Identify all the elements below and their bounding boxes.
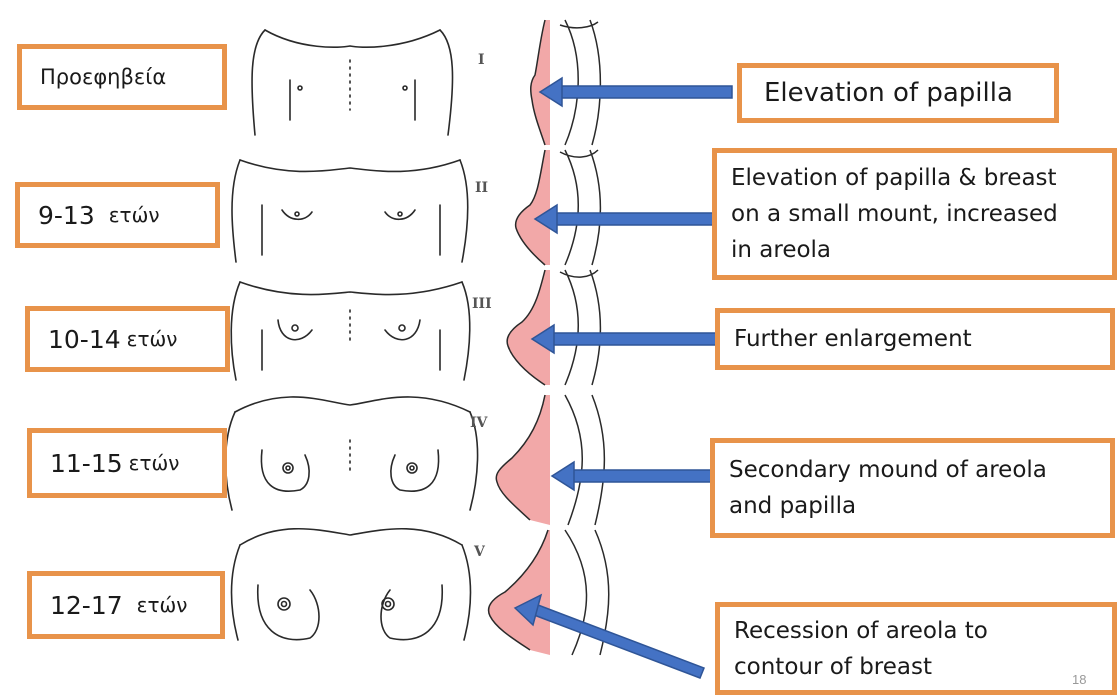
age-box-11-15: 11-15 ετών bbox=[27, 428, 227, 498]
stage-numeral-2: II bbox=[475, 180, 488, 196]
age-range: 12-17 bbox=[50, 591, 123, 620]
torso-stage-5 bbox=[232, 529, 471, 640]
stage-description-1: Elevation of papilla bbox=[737, 63, 1059, 123]
arrow-stage-4 bbox=[552, 462, 712, 490]
stage-numeral-5: V bbox=[474, 544, 485, 560]
torso-stage-2 bbox=[232, 160, 468, 262]
stage-description-5: Recession of areola to contour of breast bbox=[715, 602, 1117, 695]
arrow-stage-2 bbox=[535, 205, 715, 233]
age-range: 10-14 bbox=[48, 325, 121, 354]
torso-stage-4 bbox=[226, 397, 478, 510]
age-label: Προεφηβεία bbox=[40, 65, 166, 89]
age-unit: ετών bbox=[129, 451, 180, 475]
age-unit: ετών bbox=[127, 327, 178, 351]
profile-stage-1 bbox=[531, 20, 601, 145]
age-range: 11-15 bbox=[50, 449, 123, 478]
age-box-12-17: 12-17 ετών bbox=[27, 571, 225, 639]
page-number: 18 bbox=[1072, 672, 1086, 687]
stage-description-2: Elevation of papilla & breast on a small… bbox=[712, 148, 1117, 280]
arrow-stage-1 bbox=[540, 78, 732, 106]
profile-stage-2 bbox=[516, 150, 601, 265]
stage-numeral-3: III bbox=[472, 296, 492, 312]
age-box-10-14: 10-14 ετών bbox=[25, 306, 230, 372]
profile-stage-4 bbox=[496, 395, 604, 525]
age-range: 9-13 bbox=[38, 201, 95, 230]
stage-description-3: Further enlargement bbox=[715, 308, 1115, 370]
age-unit: ετών bbox=[109, 203, 160, 227]
stage-numeral-1: I bbox=[478, 52, 485, 68]
age-box-prepubertal: Προεφηβεία bbox=[17, 44, 227, 110]
arrow-stage-3 bbox=[532, 325, 717, 353]
stage-description-4: Secondary mound of areola and papilla bbox=[710, 438, 1115, 538]
stage-numeral-4: IV bbox=[470, 415, 487, 431]
age-box-9-13: 9-13 ετών bbox=[15, 182, 220, 248]
age-unit: ετών bbox=[137, 593, 188, 617]
torso-stage-1 bbox=[252, 30, 453, 135]
torso-stage-3 bbox=[231, 282, 470, 380]
